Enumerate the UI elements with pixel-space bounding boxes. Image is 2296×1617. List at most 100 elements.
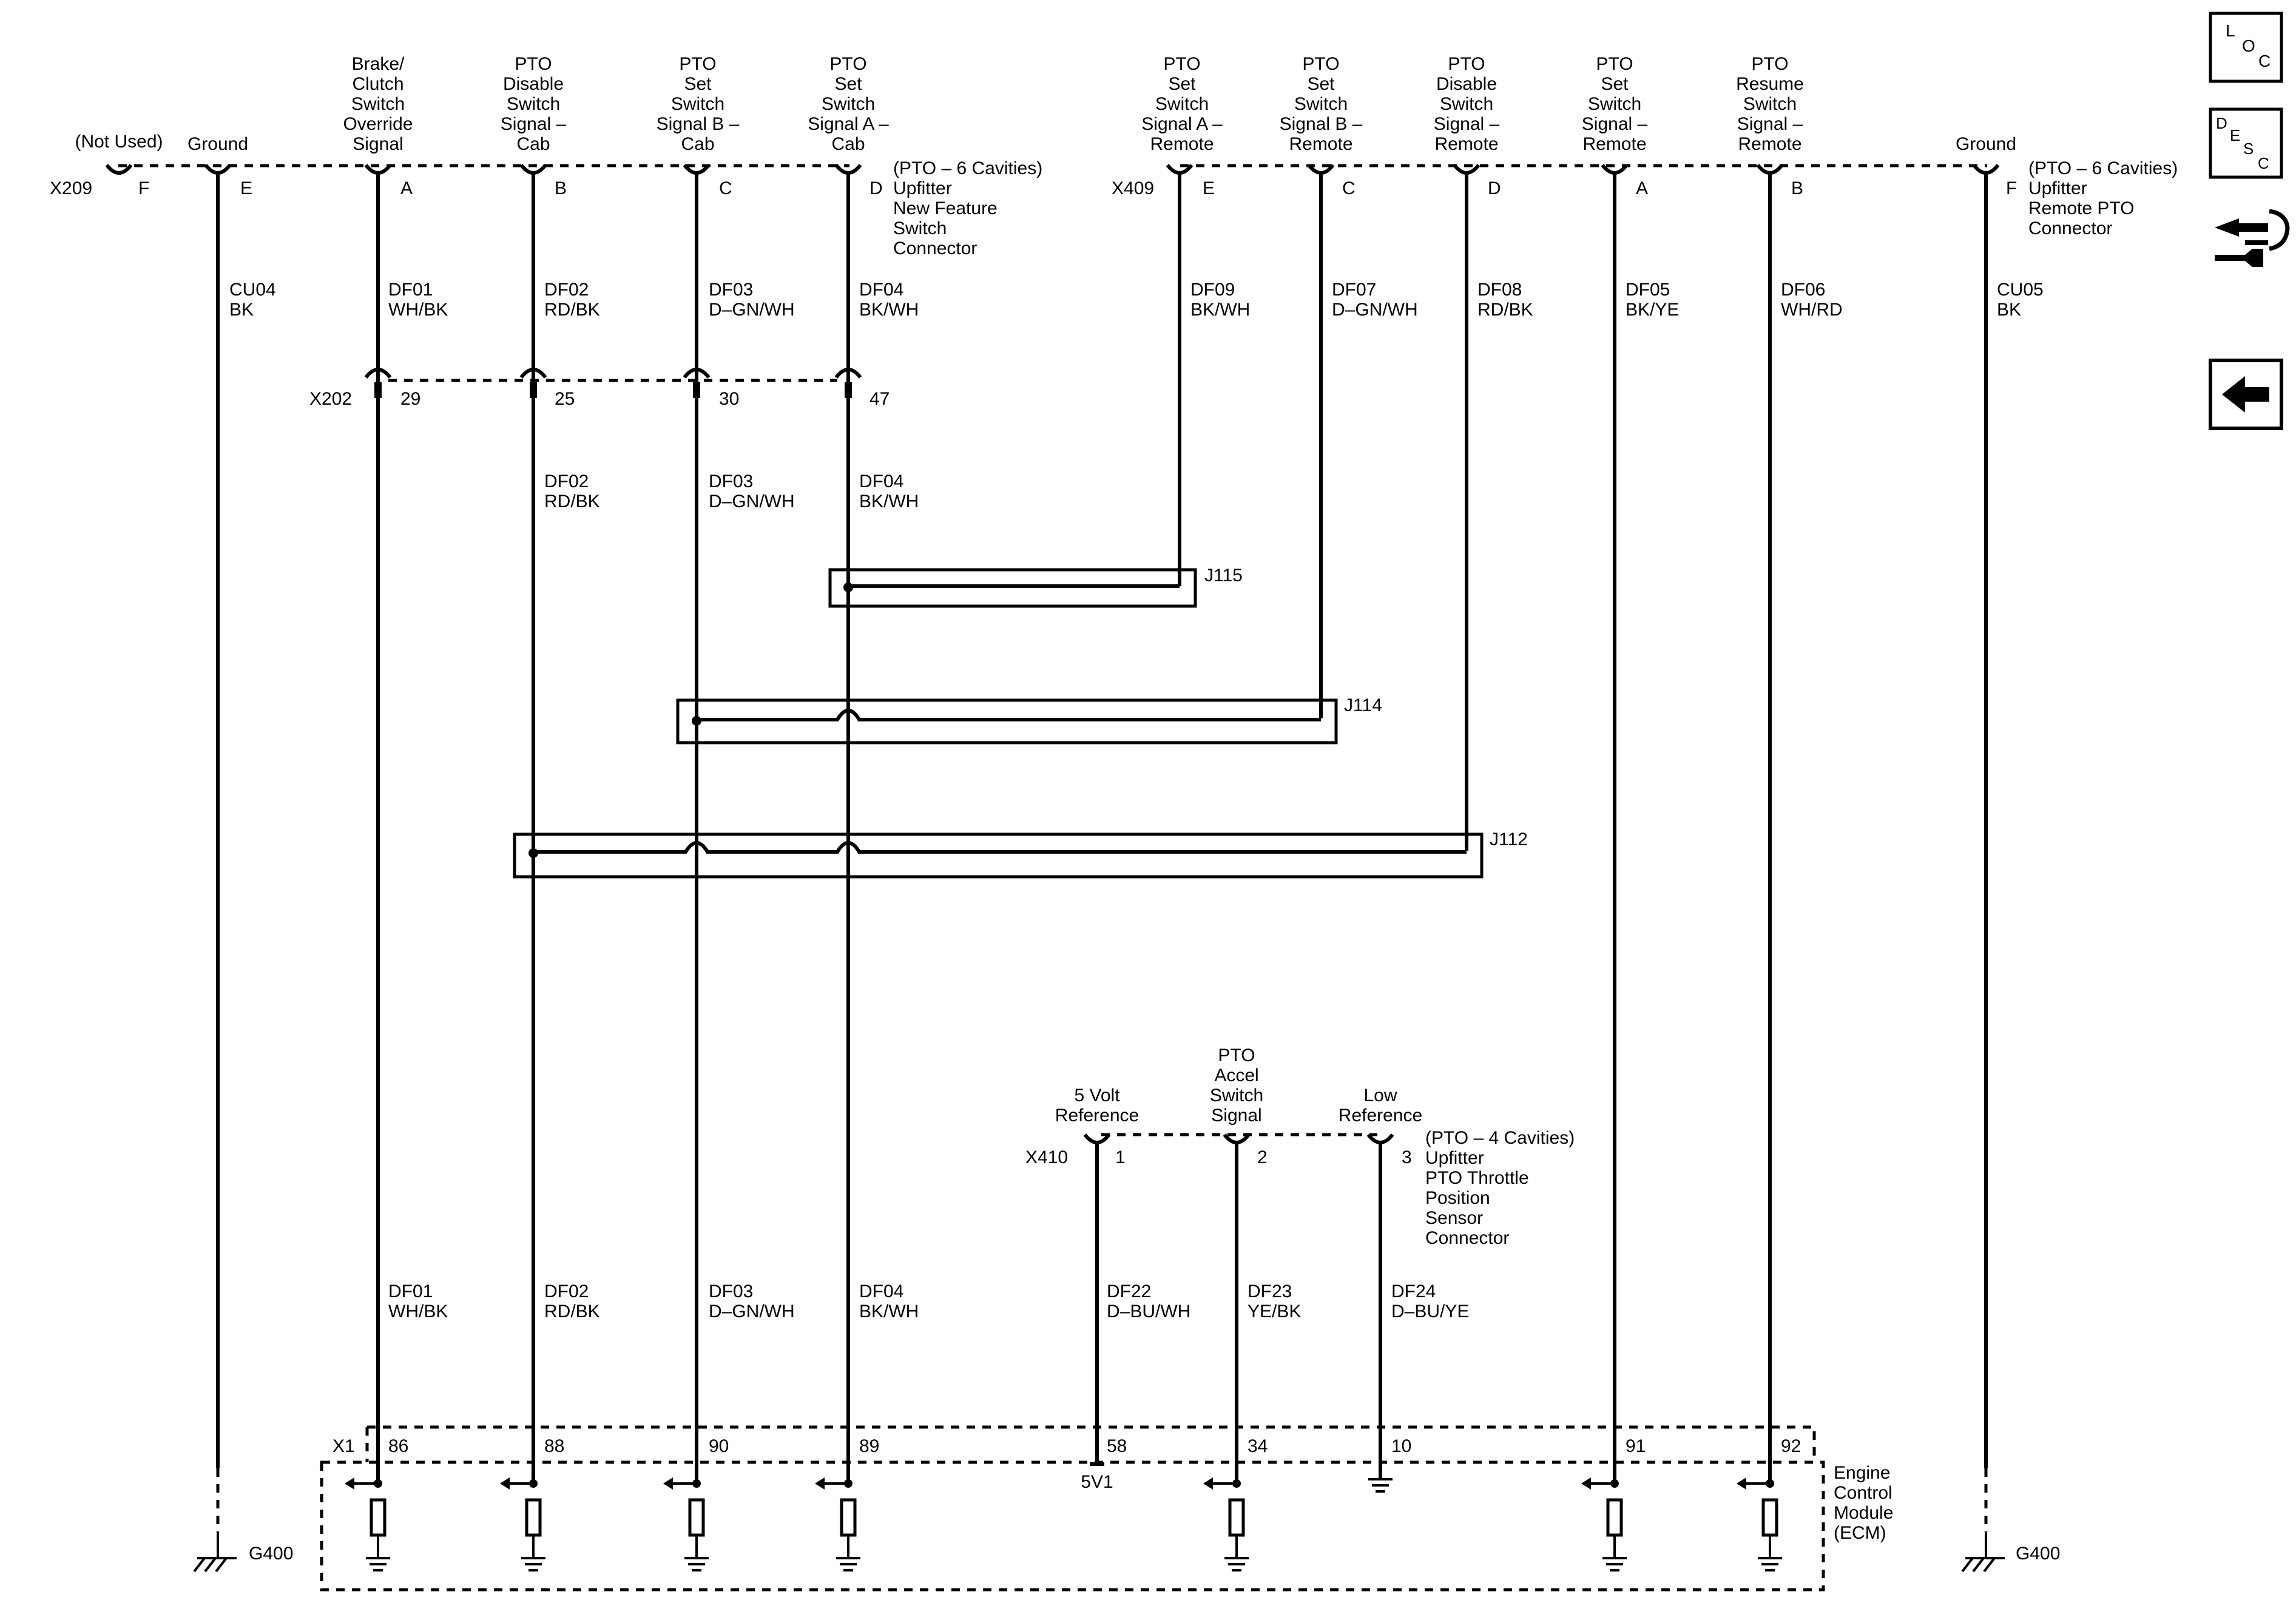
svg-text:5 Volt: 5 Volt bbox=[1074, 1085, 1120, 1106]
svg-text:Signal B –: Signal B – bbox=[657, 114, 740, 134]
svg-text:Set: Set bbox=[834, 74, 862, 94]
svg-text:BK/WH: BK/WH bbox=[1190, 300, 1250, 320]
svg-text:58: 58 bbox=[1107, 1436, 1127, 1456]
svg-text:RD/BK: RD/BK bbox=[544, 300, 600, 320]
ecm-input-90 bbox=[663, 1477, 709, 1571]
x209-pin-e: Ground E bbox=[187, 134, 252, 198]
connector-x409-description: (PTO – 6 Cavities) Upfitter Remote PTO C… bbox=[2028, 158, 2178, 238]
svg-text:F: F bbox=[138, 178, 149, 198]
svg-text:DF08: DF08 bbox=[1477, 280, 1522, 300]
svg-text:2: 2 bbox=[1257, 1147, 1268, 1167]
svg-text:Connector: Connector bbox=[1425, 1228, 1509, 1248]
svg-text:Remote: Remote bbox=[1150, 134, 1214, 154]
svg-text:DF06: DF06 bbox=[1781, 280, 1825, 300]
svg-text:C: C bbox=[2258, 154, 2269, 172]
svg-text:Ground: Ground bbox=[187, 134, 248, 154]
svg-text:A: A bbox=[400, 178, 413, 198]
wire-cu04: CU04 BK bbox=[216, 173, 276, 1532]
ecm-input-92 bbox=[1737, 1477, 1782, 1571]
wire-df07: DF07 D–GN/WH bbox=[1319, 173, 1418, 718]
svg-text:B: B bbox=[1791, 178, 1803, 198]
svg-text:90: 90 bbox=[709, 1436, 729, 1456]
desc-icon[interactable]: D E S C bbox=[2209, 107, 2283, 179]
svg-text:Switch: Switch bbox=[1155, 94, 1209, 114]
svg-text:BK/WH: BK/WH bbox=[859, 491, 919, 511]
x209-pin-b: PTO Disable Switch Signal – Cab B bbox=[501, 54, 567, 198]
svg-text:Remote: Remote bbox=[1738, 134, 1801, 154]
svg-text:PTO: PTO bbox=[829, 54, 866, 74]
svg-text:Set: Set bbox=[1168, 74, 1196, 94]
svg-text:1: 1 bbox=[1115, 1147, 1126, 1167]
svg-text:B: B bbox=[555, 178, 567, 198]
ground-g400-left: G400 bbox=[193, 1532, 293, 1573]
splice-j115: J115 bbox=[828, 565, 1243, 608]
svg-text:PTO: PTO bbox=[679, 54, 716, 74]
svg-text:Signal: Signal bbox=[1211, 1106, 1261, 1126]
svg-text:Accel: Accel bbox=[1214, 1065, 1258, 1085]
connector-x209-description: (PTO – 6 Cavities) Upfitter New Feature … bbox=[893, 158, 1042, 258]
svg-text:Switch: Switch bbox=[893, 218, 947, 238]
svg-text:Reference: Reference bbox=[1339, 1106, 1422, 1126]
svg-text:(PTO – 4 Cavities): (PTO – 4 Cavities) bbox=[1425, 1128, 1575, 1148]
ecm-input-86 bbox=[345, 1477, 390, 1571]
x410-pin-1: 5 Volt Reference 1 DF22 D–BU/WH bbox=[1055, 1085, 1190, 1464]
svg-text:D–GN/WH: D–GN/WH bbox=[709, 491, 795, 511]
svg-text:DF22: DF22 bbox=[1107, 1281, 1151, 1301]
connector-x202-id: X202 bbox=[309, 389, 352, 409]
ecm-connector-x1: X1 bbox=[333, 1436, 355, 1456]
svg-text:Signal: Signal bbox=[353, 134, 403, 154]
connector-repair-icon[interactable] bbox=[2215, 209, 2290, 267]
svg-text:DF04: DF04 bbox=[859, 471, 903, 491]
svg-text:Signal A –: Signal A – bbox=[808, 114, 889, 134]
svg-text:Engine: Engine bbox=[1834, 1463, 1890, 1483]
svg-text:D–GN/WH: D–GN/WH bbox=[709, 300, 795, 320]
svg-text:DF03: DF03 bbox=[709, 280, 753, 300]
x209-pin-a: Brake/ Clutch Switch Override Signal A bbox=[343, 54, 413, 198]
back-arrow-icon[interactable] bbox=[2209, 359, 2283, 430]
svg-text:Cab: Cab bbox=[516, 134, 550, 154]
svg-text:Switch: Switch bbox=[1588, 94, 1641, 114]
svg-text:Sensor: Sensor bbox=[1425, 1208, 1483, 1228]
svg-text:A: A bbox=[1636, 178, 1648, 198]
svg-text:WH/RD: WH/RD bbox=[1781, 300, 1843, 320]
svg-text:Switch: Switch bbox=[507, 94, 560, 114]
svg-text:D–GN/WH: D–GN/WH bbox=[709, 1301, 795, 1322]
svg-text:J115: J115 bbox=[1204, 565, 1243, 586]
svg-text:E: E bbox=[240, 178, 252, 198]
svg-text:DF24: DF24 bbox=[1391, 1281, 1436, 1301]
svg-text:Remote PTO: Remote PTO bbox=[2028, 198, 2135, 218]
wire-df08: DF08 RD/BK bbox=[1465, 173, 1533, 851]
svg-text:Signal –: Signal – bbox=[1434, 114, 1500, 134]
svg-text:PTO: PTO bbox=[1302, 54, 1339, 74]
svg-text:PTO: PTO bbox=[1751, 54, 1788, 74]
connector-x410-id: X410 bbox=[1025, 1147, 1068, 1167]
svg-text:Resume: Resume bbox=[1736, 74, 1804, 94]
svg-text:DF03: DF03 bbox=[709, 471, 753, 491]
connector-x409-id: X409 bbox=[1112, 178, 1154, 198]
svg-text:Signal A –: Signal A – bbox=[1141, 114, 1223, 134]
splice-j114: J114 bbox=[676, 695, 1382, 744]
svg-text:Reference: Reference bbox=[1055, 1106, 1139, 1126]
svg-text:Remote: Remote bbox=[1434, 134, 1498, 154]
svg-text:Remote: Remote bbox=[1582, 134, 1646, 154]
svg-text:Position: Position bbox=[1425, 1188, 1490, 1208]
svg-text:Switch: Switch bbox=[1210, 1085, 1263, 1106]
svg-text:29: 29 bbox=[400, 389, 420, 409]
svg-text:88: 88 bbox=[544, 1436, 564, 1456]
svg-text:RD/BK: RD/BK bbox=[544, 491, 600, 511]
ecm-input-91 bbox=[1581, 1477, 1627, 1571]
x409-pin-a: PTO Set Switch Signal – Remote A bbox=[1582, 54, 1648, 198]
svg-text:34: 34 bbox=[1248, 1436, 1268, 1456]
svg-text:D–GN/WH: D–GN/WH bbox=[1332, 300, 1418, 320]
svg-text:Upfitter: Upfitter bbox=[2028, 178, 2087, 198]
svg-text:Override: Override bbox=[343, 114, 413, 134]
svg-text:Cab: Cab bbox=[831, 134, 865, 154]
ecm-pin-labels: 86 88 90 89 58 34 10 91 92 bbox=[388, 1436, 1801, 1456]
svg-text:BK: BK bbox=[229, 300, 254, 320]
wire-cu05: CU05 BK bbox=[1984, 173, 2044, 1532]
svg-text:BK/WH: BK/WH bbox=[859, 300, 919, 320]
loc-icon[interactable]: L O C bbox=[2209, 12, 2283, 83]
svg-text:Remote: Remote bbox=[1289, 134, 1352, 154]
svg-text:Clutch: Clutch bbox=[352, 74, 403, 94]
svg-text:DF05: DF05 bbox=[1626, 280, 1670, 300]
